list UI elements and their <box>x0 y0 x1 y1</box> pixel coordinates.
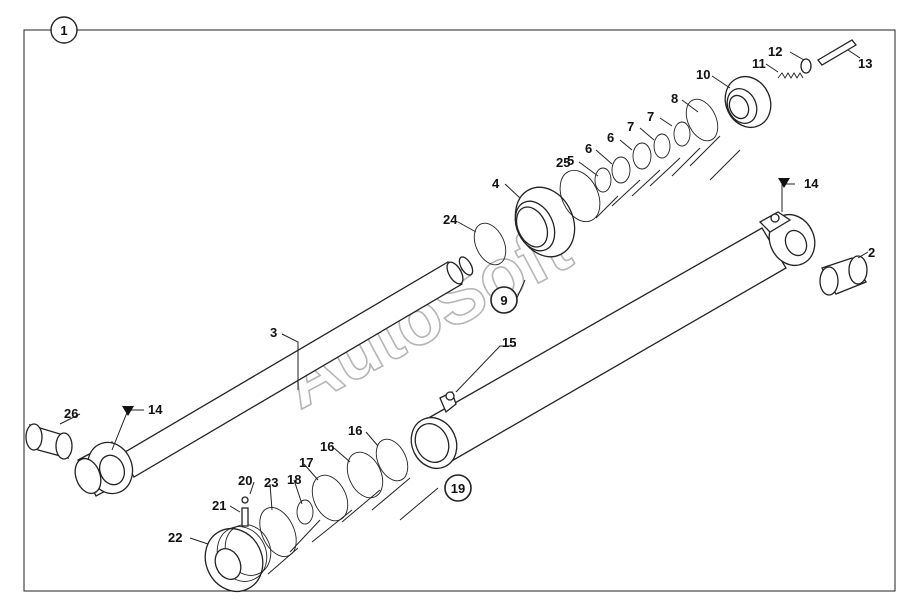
ring-16b <box>346 451 384 499</box>
pin-20 <box>241 496 249 504</box>
diagram-frame <box>23 29 896 592</box>
svg-text:3: 3 <box>270 325 277 340</box>
svg-text:12: 12 <box>768 44 782 59</box>
svg-text:2: 2 <box>868 245 875 260</box>
svg-text:16: 16 <box>320 439 334 454</box>
svg-text:6: 6 <box>585 141 592 156</box>
callout-19: 19 <box>451 481 465 496</box>
ring-16a <box>375 438 409 482</box>
svg-text:22: 22 <box>168 530 182 545</box>
ring-25 <box>559 169 601 223</box>
assembly-number: 1 <box>60 23 67 38</box>
callout-circle-9 <box>490 286 518 314</box>
svg-text:14: 14 <box>148 402 163 417</box>
callout-circle-19 <box>444 474 472 502</box>
ring-7a <box>653 133 671 159</box>
ring-24 <box>473 222 507 266</box>
screw-21 <box>241 507 249 527</box>
svg-text:7: 7 <box>647 109 654 124</box>
svg-text:24: 24 <box>443 212 458 227</box>
ring-6a <box>611 156 631 184</box>
piston-nut-22 <box>204 524 272 592</box>
svg-text:26: 26 <box>64 406 78 421</box>
cylinder-head-4 <box>514 186 576 258</box>
svg-text:11: 11 <box>752 56 766 71</box>
svg-text:23: 23 <box>264 475 278 490</box>
svg-text:20: 20 <box>238 473 252 488</box>
svg-text:18: 18 <box>287 472 301 487</box>
bolt-13 <box>817 39 857 66</box>
ring-5 <box>594 167 612 193</box>
spring-11 <box>777 72 804 79</box>
svg-text:6: 6 <box>607 130 614 145</box>
assembly-badge <box>50 16 78 44</box>
svg-text:25: 25 <box>556 155 570 170</box>
svg-text:7: 7 <box>627 119 634 134</box>
cylinder-barrel <box>410 211 816 469</box>
bushing-26 <box>25 423 73 460</box>
marker-14-rod <box>122 406 134 416</box>
svg-text:13: 13 <box>858 56 872 71</box>
nut-12 <box>800 58 812 74</box>
ring-6b <box>632 142 652 170</box>
marker-14-top <box>778 178 790 188</box>
leader-lines <box>59 49 869 575</box>
ring-7b <box>673 121 691 147</box>
svg-text:8: 8 <box>671 91 678 106</box>
piston-rod <box>74 256 474 497</box>
svg-text:21: 21 <box>212 498 226 513</box>
ring-18 <box>296 499 314 525</box>
svg-text:15: 15 <box>502 335 516 350</box>
piston-10 <box>724 76 772 128</box>
callout-9: 9 <box>500 293 507 308</box>
ring-8 <box>685 98 719 142</box>
bushing-2 <box>819 255 868 296</box>
svg-text:14: 14 <box>804 176 819 191</box>
part-labels: 2 3 4 5 6 6 7 7 8 10 11 12 13 14 14 15 1… <box>64 44 875 545</box>
svg-text:17: 17 <box>299 455 313 470</box>
svg-text:16: 16 <box>348 423 362 438</box>
svg-text:5: 5 <box>567 153 574 168</box>
svg-text:10: 10 <box>696 67 710 82</box>
svg-text:4: 4 <box>492 176 500 191</box>
